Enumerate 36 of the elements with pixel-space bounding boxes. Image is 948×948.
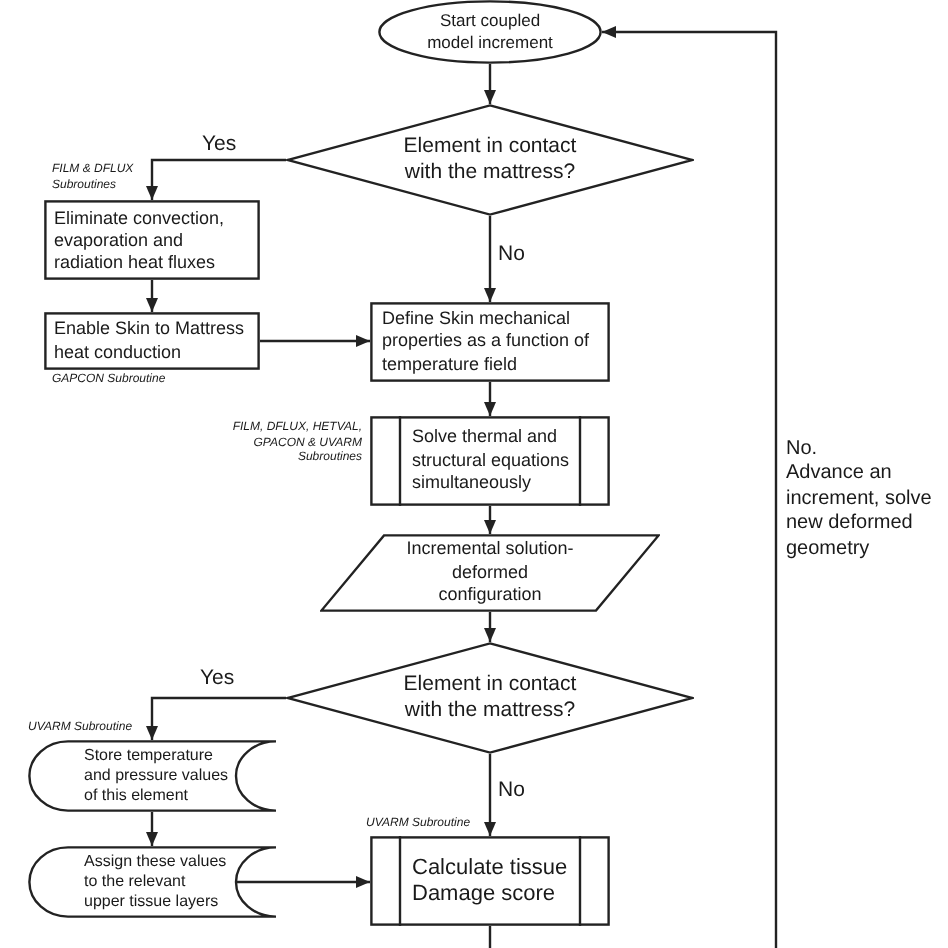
process-box bbox=[44, 312, 260, 370]
node-text: Store temperature and pressure values of this element bbox=[84, 746, 231, 806]
node-text: Assign these values to the relevant upper tissue layers bbox=[84, 852, 228, 912]
arrow bbox=[484, 754, 496, 836]
arrow bbox=[484, 506, 496, 534]
node-text: Incremental solution- deformed configuration bbox=[404, 538, 576, 608]
stored-data-shape bbox=[28, 740, 276, 812]
arrow bbox=[602, 26, 778, 948]
arrow bbox=[146, 280, 158, 312]
decision-diamond bbox=[286, 104, 694, 216]
node-text: Element in contact with the mattress? bbox=[401, 671, 579, 725]
arrow bbox=[146, 158, 286, 200]
arrow bbox=[146, 812, 158, 846]
arrow bbox=[484, 216, 496, 302]
arrow bbox=[484, 382, 496, 416]
node-text: Element in contact with the mattress? bbox=[401, 133, 579, 187]
arrow bbox=[146, 696, 286, 740]
node-text: Calculate tissue Damage score bbox=[412, 855, 570, 907]
node-text: Define Skin mechanical properties as a function of temperature field bbox=[382, 307, 592, 377]
predefined-process-box bbox=[370, 416, 610, 506]
arrow bbox=[484, 612, 496, 642]
start-oval bbox=[378, 0, 602, 64]
node-text: Enable Skin to Mattress heat conduction bbox=[54, 318, 247, 364]
stored-data-shape bbox=[28, 846, 276, 918]
data-parallelogram bbox=[320, 534, 660, 612]
process-box bbox=[44, 200, 260, 280]
node-text: Start coupled model increment bbox=[425, 10, 555, 54]
arrow bbox=[260, 335, 370, 347]
process-box bbox=[370, 302, 610, 382]
node-text: Eliminate convection, evaporation and radiation heat fluxes bbox=[54, 207, 227, 273]
node-text: Solve thermal and structural equations simultaneously bbox=[412, 426, 572, 496]
arrow bbox=[236, 876, 370, 888]
connector-line bbox=[488, 926, 492, 948]
arrow bbox=[484, 64, 496, 104]
predefined-process-box bbox=[370, 836, 610, 926]
decision-diamond bbox=[286, 642, 694, 754]
